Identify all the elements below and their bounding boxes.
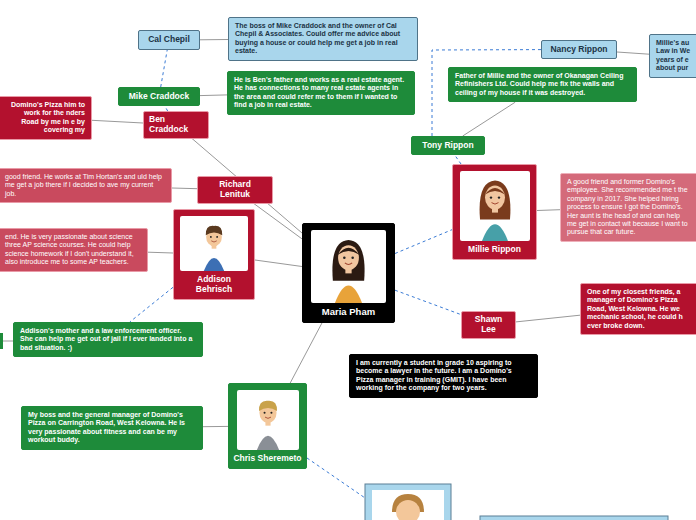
dashed-connector (395, 290, 461, 314)
cut-off-node (365, 484, 451, 520)
avatar-frame (372, 490, 444, 520)
person-box: Cal Chepil (138, 30, 200, 50)
node-title: Addison Behrisch (178, 275, 250, 295)
node-title: Maria Pham (307, 307, 390, 318)
note-box: One of my closest friends, a manager of … (580, 283, 696, 335)
central-node: Maria Pham (302, 223, 395, 323)
node-note: good friend. He works at Tim Hortan's an… (5, 173, 165, 198)
link-line (3, 341, 13, 342)
avatar-illustration (237, 390, 299, 450)
node-note: Millie's au Law in We years of e about p… (656, 39, 691, 73)
connector-line (203, 426, 228, 427)
node-title: Millie Rippon (457, 245, 532, 255)
node-note: Addison's mother and a law enforcement o… (20, 327, 196, 352)
avatar-illustration (311, 230, 386, 303)
dashed-connector (130, 287, 173, 322)
connector-line (537, 209, 560, 211)
cut-off-node (480, 516, 668, 520)
node-note: end. He is very passionate about science… (5, 233, 141, 267)
person-box: Chris Sheremeto (228, 383, 307, 469)
node-note: One of my closest friends, a manager of … (587, 288, 691, 330)
note-box: Father of Millie and the owner of Okanag… (448, 67, 637, 102)
connector-line (148, 252, 173, 254)
connector-line (200, 94, 227, 96)
person-box: Millie Rippon (452, 164, 537, 260)
note-box: A good friend and former Domino's employ… (560, 173, 696, 242)
person-box: Mike Craddock (118, 87, 200, 106)
note-box: He is Ben's father and works as a real e… (227, 71, 415, 115)
node-note: The boss of Mike Craddock and the owner … (235, 22, 411, 56)
note-box: Millie's au Law in We years of e about p… (649, 34, 696, 78)
note-box: good friend. He works at Tim Hortan's an… (0, 168, 172, 203)
node-title: Richard Lenituk (203, 180, 267, 200)
note-box: Domino's Pizza him to work for the nders… (0, 96, 92, 140)
node-note: Domino's Pizza him to work for the nders… (5, 101, 85, 135)
connector-line (254, 204, 302, 239)
node-note: A good friend and former Domino's employ… (567, 178, 691, 237)
person-box: Addison Behrisch (173, 209, 255, 300)
connector-line (617, 52, 649, 54)
dashed-connector (395, 230, 452, 254)
node-note: He is Ben's father and works as a real e… (234, 76, 408, 110)
connector-line (463, 102, 516, 136)
node-title: Cal Chepil (144, 35, 194, 45)
node-title: Tony Rippon (417, 141, 479, 151)
node-title: Shawn Lee (467, 315, 510, 335)
connector-line (290, 323, 322, 383)
node-note: My boss and the general manager of Domin… (28, 411, 196, 445)
description-box: I am currently a student in grade 10 asp… (349, 354, 538, 398)
note-box: Addison's mother and a law enforcement o… (13, 322, 203, 357)
person-box: Shawn Lee (461, 311, 516, 339)
person-box: Ben Craddock (143, 111, 209, 139)
node-note: I am currently a student in grade 10 asp… (356, 359, 531, 393)
connector-line (255, 260, 302, 267)
node-title: Chris Sheremeto (233, 454, 302, 464)
dashed-connector (455, 155, 461, 164)
dashed-connector (161, 50, 168, 87)
node-title: Ben Craddock (149, 115, 203, 135)
connector-line (92, 120, 143, 123)
note-box: end. He is very passionate about science… (0, 228, 148, 272)
node-title: Nancy Rippon (547, 45, 611, 55)
node-title: Mike Craddock (124, 92, 194, 102)
avatar-face (396, 500, 420, 520)
cut-off-node (0, 333, 3, 349)
person-box: Tony Rippon (411, 136, 485, 155)
connector-line (200, 39, 228, 40)
avatar-illustration (460, 171, 530, 241)
connector-line (516, 315, 580, 322)
note-box: My boss and the general manager of Domin… (21, 406, 203, 450)
node-note: Father of Millie and the owner of Okanag… (455, 72, 630, 97)
avatar-illustration (180, 216, 248, 271)
person-box: Richard Lenituk (197, 176, 273, 204)
note-box: The boss of Mike Craddock and the owner … (228, 17, 418, 61)
connector-line (172, 188, 197, 190)
dashed-link (307, 458, 368, 500)
person-box: Nancy Rippon (541, 40, 617, 59)
